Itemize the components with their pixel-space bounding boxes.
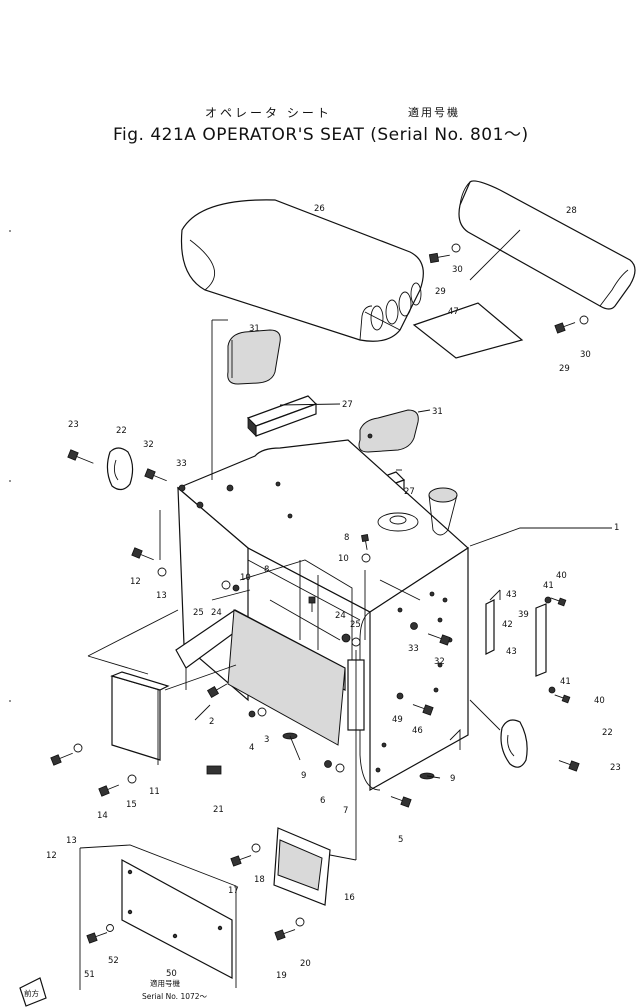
- part-label-49: 49: [392, 715, 403, 725]
- japanese-part-name: オペレータ シート: [205, 106, 332, 120]
- part-label-12: 12: [46, 851, 57, 861]
- part-label-14: 14: [97, 811, 108, 821]
- part-label-13: 13: [66, 836, 77, 846]
- part-label-8: 8: [264, 565, 269, 575]
- part-label-13: 13: [156, 591, 167, 601]
- part-label-6: 6: [320, 796, 325, 806]
- part-label-28: 28: [566, 206, 577, 216]
- part-label-19: 19: [276, 971, 287, 981]
- part-label-1: 1: [614, 523, 619, 533]
- inset-note-line2: Serial No. 1072～: [142, 992, 208, 1001]
- part-label-41: 41: [560, 677, 571, 687]
- part-label-51: 51: [84, 970, 95, 980]
- part-label-5: 5: [398, 835, 403, 845]
- part-label-29: 29: [559, 364, 570, 374]
- part-label-30: 30: [452, 265, 463, 275]
- armrest-right: [358, 409, 419, 453]
- part-label-7: 7: [343, 806, 348, 816]
- part-label-46: 46: [412, 726, 423, 736]
- part-label-27: 27: [404, 487, 415, 497]
- bar-upper: [246, 395, 318, 437]
- part-label-8: 8: [344, 533, 349, 543]
- part-label-22: 22: [602, 728, 613, 738]
- part-label-52: 52: [108, 956, 119, 966]
- washers: [73, 243, 589, 932]
- part-label-33: 33: [176, 459, 187, 469]
- part-label-39: 39: [518, 610, 529, 620]
- part-label-25: 25: [193, 608, 204, 618]
- part-label-42: 42: [502, 620, 513, 630]
- part-label-47: 47: [448, 307, 459, 317]
- part-label-11: 11: [149, 787, 160, 797]
- part-label-9: 9: [301, 771, 306, 781]
- part-label-23: 23: [610, 763, 621, 773]
- japanese-serial-note: 適用号機: [408, 106, 460, 119]
- part-label-43: 43: [506, 647, 517, 657]
- part-label-22: 22: [116, 426, 127, 436]
- part-label-30: 30: [580, 350, 591, 360]
- grip-handle-right: [500, 719, 528, 768]
- part-label-16: 16: [344, 893, 355, 903]
- part-label-32: 32: [143, 440, 154, 450]
- part-label-3: 3: [264, 735, 269, 745]
- armrest-left: [227, 329, 281, 385]
- part-label-26: 26: [314, 204, 325, 214]
- part-label-31: 31: [432, 407, 443, 417]
- part-label-21: 21: [213, 805, 224, 815]
- front-cover-plate: [227, 609, 346, 746]
- backrest: [458, 180, 636, 310]
- figure-title: Fig. 421A OPERATOR'S SEAT (Serial No. 80…: [113, 125, 529, 145]
- part-label-20: 20: [300, 959, 311, 969]
- part-label-27: 27: [342, 400, 353, 410]
- corner-mark: 前方: [19, 977, 47, 1007]
- inset-note-line1: 適用号機: [150, 978, 180, 988]
- seat-cushion: [180, 199, 424, 342]
- part-label-50: 50: [166, 969, 177, 979]
- part-label-4: 4: [249, 743, 254, 753]
- part-label-9: 9: [450, 774, 455, 784]
- small-bracket: [206, 765, 222, 775]
- part-label-32: 32: [434, 657, 445, 667]
- part-label-24: 24: [335, 611, 346, 621]
- bracket-plate-bottom: [273, 827, 331, 906]
- grip-handle-left: [106, 447, 134, 491]
- part-label-23: 23: [68, 420, 79, 430]
- part-label-40: 40: [556, 571, 567, 581]
- part-label-15: 15: [126, 800, 137, 810]
- cushion-pad: [412, 302, 524, 359]
- part-number-labels: 26 28 30 29 47 30 29 31 27 31 23 22 32 3…: [46, 204, 621, 981]
- inset-plate: [79, 844, 237, 990]
- part-label-33: 33: [408, 644, 419, 654]
- part-label-43: 43: [506, 590, 517, 600]
- part-label-40: 40: [594, 696, 605, 706]
- part-label-17: 17: [228, 886, 239, 896]
- part-label-10: 10: [240, 573, 251, 583]
- part-label-24: 24: [211, 608, 222, 618]
- part-label-41: 41: [543, 581, 554, 591]
- seat-box-frame: [176, 439, 469, 792]
- part-label-10: 10: [338, 554, 349, 564]
- bolts: [50, 252, 580, 944]
- bracket-plate-left: [110, 671, 170, 761]
- part-label-2: 2: [209, 717, 214, 727]
- part-label-25: 25: [350, 620, 361, 630]
- part-label-31: 31: [249, 324, 260, 334]
- part-label-18: 18: [254, 875, 265, 885]
- leader-lines: [87, 229, 612, 861]
- part-label-12: 12: [130, 577, 141, 587]
- corner-mark-text: 前方: [24, 988, 39, 998]
- slide-rails: [485, 599, 547, 677]
- part-label-29: 29: [435, 287, 446, 297]
